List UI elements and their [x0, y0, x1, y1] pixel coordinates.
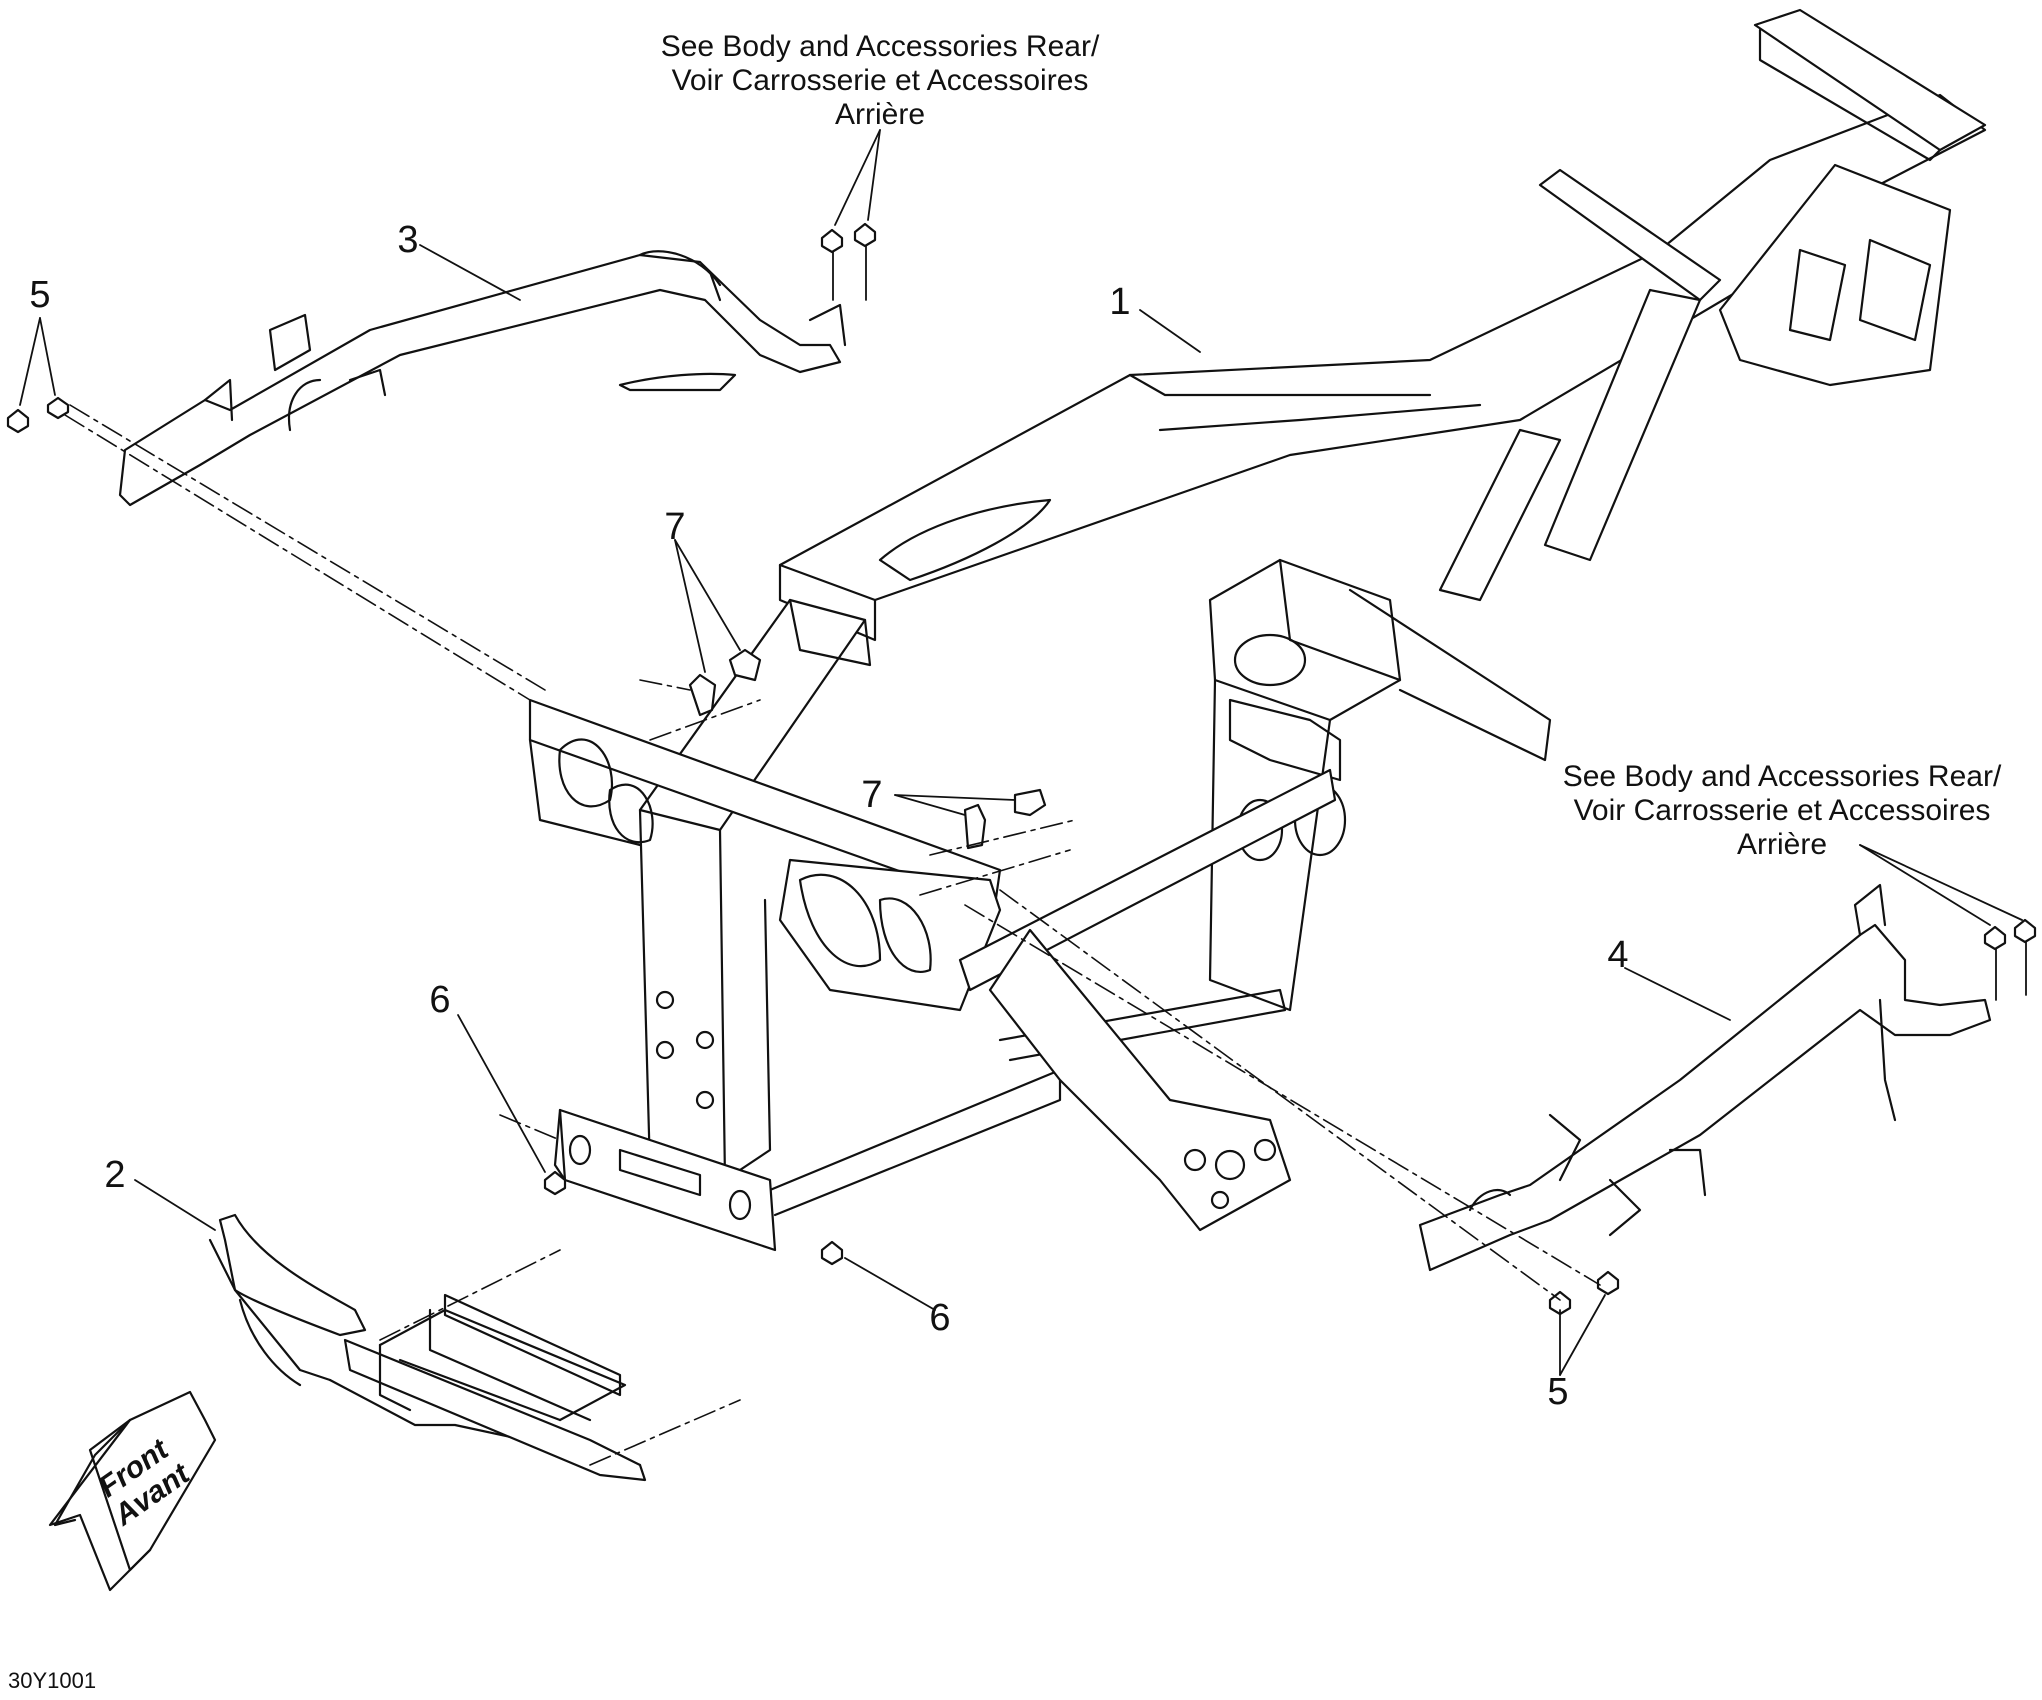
front-direction-arrow [48, 1390, 217, 1592]
note-right-line-1: See Body and Accessories Rear/ [1562, 760, 2002, 793]
fasteners [6, 222, 2037, 1316]
callout-6-left: 6 [429, 979, 451, 1021]
note-right-line-3: Arrière [1736, 828, 1827, 861]
assembly-lines [64, 404, 1601, 1466]
clips-part-7 [688, 648, 1047, 850]
callout-2: 2 [104, 1154, 126, 1196]
front-bumper-part-2 [208, 1213, 647, 1482]
callout-5-right: 5 [1547, 1371, 1569, 1413]
callout-4: 4 [1607, 934, 1629, 976]
note-top-line-3: Arrière [834, 98, 925, 131]
rear-rail-right-part-4 [1418, 883, 1992, 1272]
main-frame-part-1 [528, 8, 1987, 1252]
note-right-line-2: Voir Carrosserie et Accessoires [1573, 794, 1991, 827]
callout-1: 1 [1109, 281, 1131, 323]
leader-lines [19, 129, 2027, 1376]
callout-7-lower: 7 [861, 774, 883, 816]
figure-id: 30Y1001 [8, 1668, 97, 1693]
rear-rail-left-part-3 [118, 250, 847, 507]
note-top-line-1: See Body and Accessories Rear/ [660, 30, 1100, 63]
callout-5-left: 5 [29, 274, 51, 316]
callout-7-upper: 7 [664, 506, 686, 548]
callout-3: 3 [397, 219, 419, 261]
note-right: See Body and Accessories Rear/ Voir Carr… [1522, 760, 2042, 862]
note-top-line-2: Voir Carrosserie et Accessoires [671, 64, 1089, 97]
callout-6-right: 6 [929, 1297, 951, 1339]
note-top: See Body and Accessories Rear/ Voir Carr… [620, 30, 1140, 132]
